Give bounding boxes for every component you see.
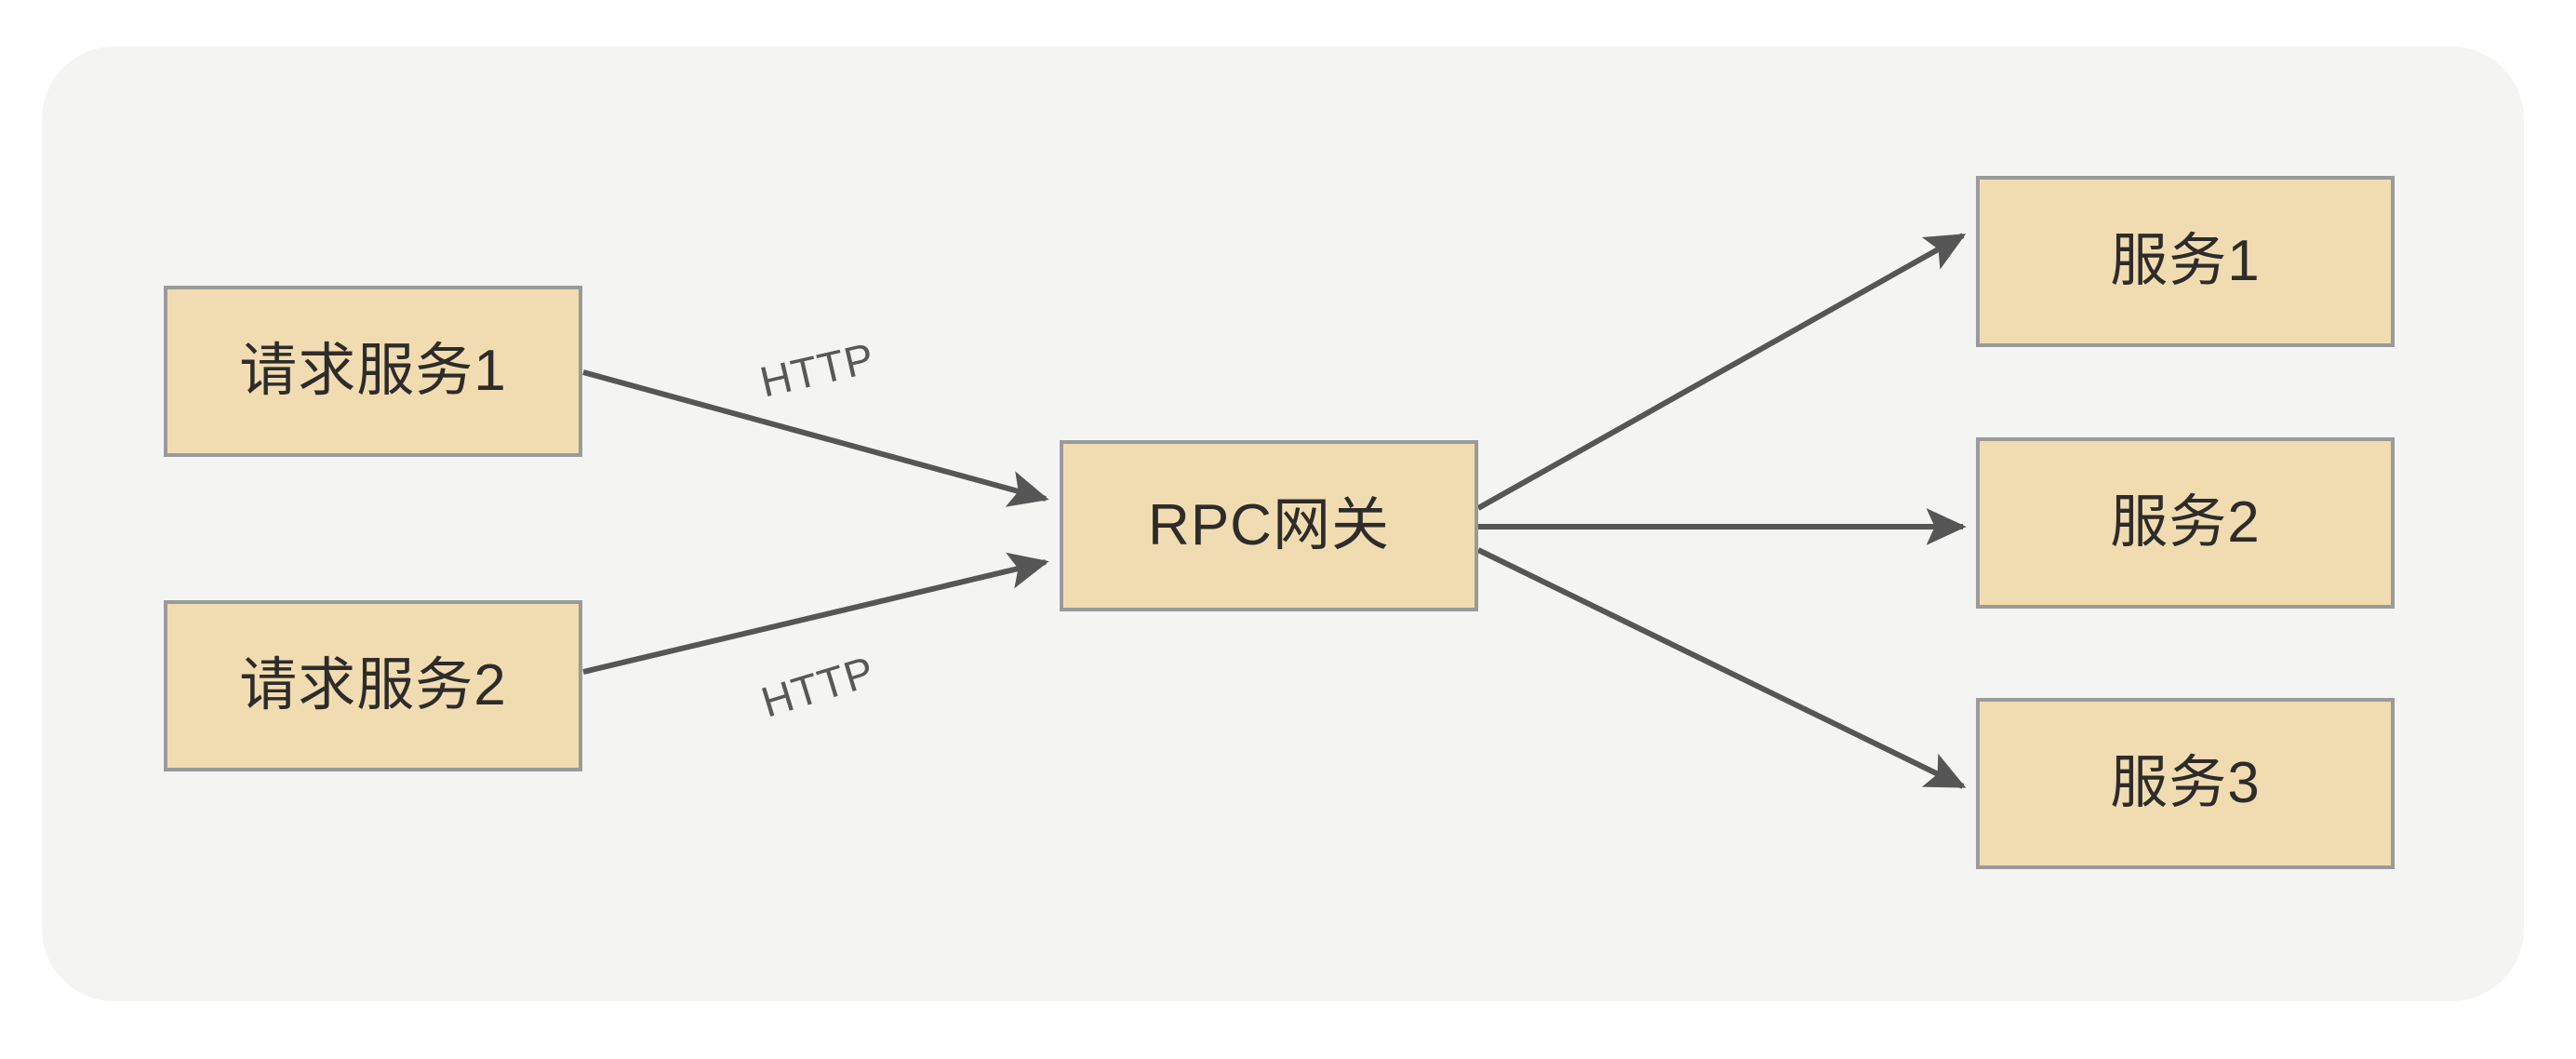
node-service-1[interactable]: 服务1 — [1976, 176, 2395, 347]
connector-client2-to-gateway — [582, 552, 1049, 675]
node-client-2-label: 请求服务2 — [239, 653, 507, 717]
node-client-2[interactable]: 请求服务2 — [164, 600, 582, 771]
node-service-2[interactable]: 服务2 — [1976, 437, 2395, 609]
connector-client1-to-gateway — [582, 369, 1049, 507]
connector-gateway-to-service1 — [1476, 233, 1967, 511]
node-service-1-label: 服务1 — [2110, 229, 2261, 293]
node-client-1-label: 请求服务1 — [239, 339, 507, 403]
node-service-3-label: 服务3 — [2110, 751, 2261, 815]
node-service-2-label: 服务2 — [2110, 490, 2261, 555]
node-rpc-gateway-label: RPC网关 — [1148, 493, 1390, 557]
node-service-3[interactable]: 服务3 — [1976, 698, 2395, 869]
node-client-1[interactable]: 请求服务1 — [164, 286, 582, 457]
connector-gateway-to-service3 — [1476, 547, 1967, 789]
node-rpc-gateway[interactable]: RPC网关 — [1060, 440, 1478, 611]
